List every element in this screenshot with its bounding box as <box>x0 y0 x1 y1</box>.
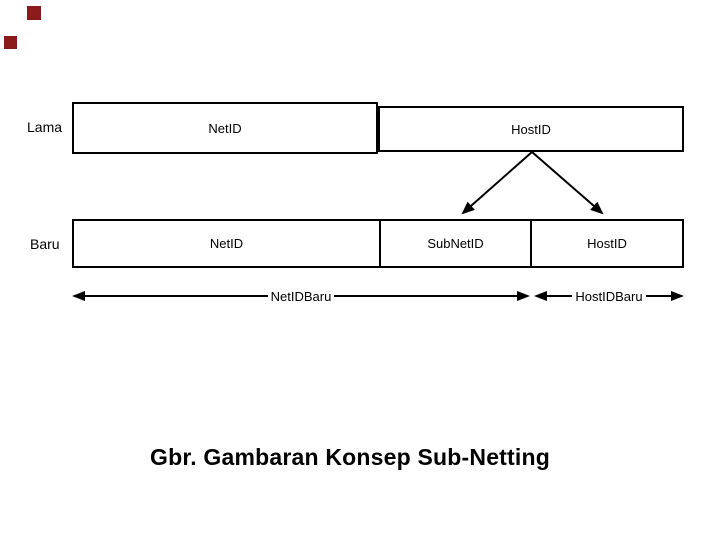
box-new-netid-label: NetID <box>209 236 244 251</box>
row-old-side-label: Lama <box>27 119 63 135</box>
box-new-hostid: HostID <box>530 221 682 266</box>
span-arrow-netid-baru-label: NetIDBaru <box>270 288 332 304</box>
decor-square-upper <box>27 6 41 20</box>
box-old-netid: NetID <box>72 102 378 154</box>
decor-square-lower <box>4 36 17 49</box>
arrow-shaft <box>547 295 573 297</box>
fanout-arrow-to-subnetid <box>461 151 533 215</box>
span-arrow-netid-baru: NetIDBaru <box>72 288 531 304</box>
arrowhead-right-icon <box>517 291 531 301</box>
box-new-subnetid-label: SubNetID <box>427 236 484 251</box>
arrow-shaft <box>334 295 518 297</box>
arrow-shaft <box>85 295 268 297</box>
box-new-netid: NetID <box>74 221 379 266</box>
span-arrow-hostid-baru-label: HostIDBaru <box>575 288 643 304</box>
span-arrow-hostid-baru: HostIDBaru <box>534 288 685 304</box>
arrow-shaft <box>645 295 672 297</box>
row-new-side-label: Baru <box>30 236 60 252</box>
arrowhead-right-icon <box>671 291 685 301</box>
row-new-boxes: NetID SubNetID HostID <box>72 219 684 268</box>
box-new-hostid-label: HostID <box>587 236 627 251</box>
slide-caption: Gbr. Gambaran Konsep Sub-Netting <box>150 444 550 470</box>
arrowhead-left-icon <box>72 291 85 301</box>
fanout-arrows <box>461 151 604 215</box>
box-old-netid-label: NetID <box>208 120 242 136</box>
fanout-arrow-to-hostid <box>531 151 604 215</box>
arrowhead-left-icon <box>534 291 547 301</box>
box-new-subnetid: SubNetID <box>379 221 530 266</box>
box-old-hostid-label: HostID <box>511 121 551 137</box>
box-old-hostid: HostID <box>378 106 684 152</box>
